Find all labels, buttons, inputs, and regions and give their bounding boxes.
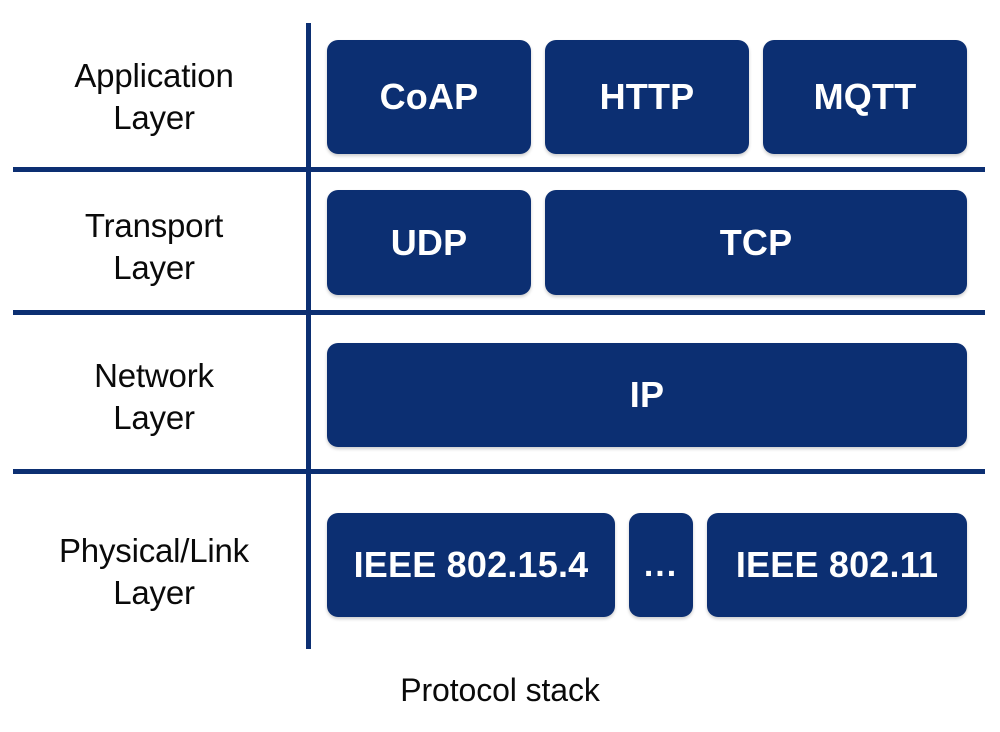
- layer-label-transport-line2: Layer: [113, 249, 195, 286]
- layer-label-transport-line1: Transport: [84, 207, 224, 244]
- layer-label-network-line2: Layer: [113, 399, 195, 436]
- layer-label-application: Application Layer: [8, 55, 300, 139]
- protocol-box-mqtt[interactable]: MQTT: [763, 40, 967, 154]
- protocol-box-coap[interactable]: CoAP: [327, 40, 531, 154]
- layer-label-physical-link-line2: Layer: [113, 574, 195, 611]
- layer-label-network-line1: Network: [94, 357, 214, 394]
- protocol-box-ieee-802-11[interactable]: IEEE 802.11: [707, 513, 967, 617]
- protocol-box-ip[interactable]: IP: [327, 343, 967, 447]
- column-divider: [306, 23, 311, 649]
- layer-divider-application-transport: [13, 167, 985, 172]
- protocol-box-udp[interactable]: UDP: [327, 190, 531, 295]
- protocol-box-http[interactable]: HTTP: [545, 40, 749, 154]
- layer-label-application-line2: Layer: [113, 99, 195, 136]
- layer-label-transport: Transport Layer: [8, 205, 300, 289]
- layer-label-application-line1: Application: [74, 57, 234, 94]
- layer-boxes-application: CoAP HTTP MQTT: [327, 40, 967, 154]
- diagram-caption: Protocol stack: [400, 672, 600, 708]
- layer-label-physical-link-line1: Physical/Link: [59, 532, 249, 569]
- layer-divider-transport-network: [13, 310, 985, 315]
- layer-boxes-transport: UDP TCP: [327, 190, 967, 295]
- protocol-box-ieee-802-15-4[interactable]: IEEE 802.15.4: [327, 513, 615, 617]
- layer-label-physical-link: Physical/Link Layer: [8, 530, 300, 614]
- protocol-box-tcp[interactable]: TCP: [545, 190, 967, 295]
- layer-label-network: Network Layer: [8, 355, 300, 439]
- layer-boxes-network: IP: [327, 343, 967, 447]
- layer-divider-network-physical: [13, 469, 985, 474]
- protocol-box-ellipsis[interactable]: ...: [629, 513, 693, 617]
- layer-boxes-physical-link: IEEE 802.15.4 ... IEEE 802.11: [327, 513, 967, 617]
